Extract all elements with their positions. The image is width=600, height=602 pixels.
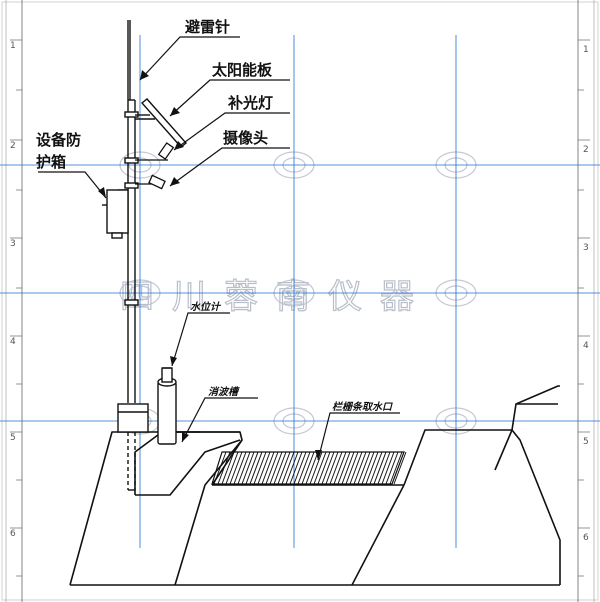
- arrow-icon: [170, 177, 180, 186]
- grille-bar: [377, 451, 391, 485]
- grille-bar: [281, 451, 295, 485]
- label-stilling-well: 消波槽: [208, 386, 240, 398]
- right-ruler-num-2: 2: [583, 145, 589, 155]
- grille-bar: [381, 451, 395, 485]
- left-ruler: 1 2 3 4 5 6: [5, 0, 23, 602]
- left-ruler-num-5: 5: [10, 433, 16, 443]
- grille-bar: [317, 451, 331, 485]
- left-ruler-num-3: 3: [10, 239, 16, 249]
- left-ruler-num-2: 2: [10, 141, 16, 151]
- grille-bar: [357, 451, 371, 485]
- well-base: [117, 403, 149, 433]
- leader-arrows: [98, 70, 322, 460]
- arrow-icon: [170, 356, 177, 366]
- water-gauge: [157, 367, 177, 445]
- grille-bar: [389, 451, 403, 485]
- grille-bar: [285, 451, 299, 485]
- grille-bar: [245, 451, 259, 485]
- right-ruler-num-5: 5: [583, 437, 589, 447]
- grille-bar: [221, 451, 235, 485]
- grille-bar: [325, 451, 339, 485]
- grille-bar: [273, 451, 287, 485]
- grille-bar: [261, 451, 275, 485]
- grille-bar: [305, 451, 319, 485]
- grille-bar: [265, 451, 279, 485]
- grille-bar: [365, 451, 379, 485]
- right-ruler-num-1: 1: [583, 45, 589, 55]
- grille-bar: [341, 451, 355, 485]
- grille-bar: [373, 451, 387, 485]
- grille-bar: [229, 451, 243, 485]
- grille-bar: [321, 451, 335, 485]
- arrow-icon: [174, 141, 184, 150]
- right-ruler-num-6: 6: [583, 533, 589, 543]
- guide-lines: [0, 35, 600, 548]
- label-fill-light: 补光灯: [227, 94, 273, 112]
- arrow-icon: [170, 107, 180, 116]
- grille-bar: [257, 451, 271, 485]
- grille-bar: [361, 451, 375, 485]
- grille-bar: [313, 451, 327, 485]
- solar-panel: [135, 98, 188, 148]
- grille-bar: [233, 451, 247, 485]
- grille-bar: [225, 451, 239, 485]
- grille-bar: [277, 451, 291, 485]
- label-protection-box-line1: 设备防: [36, 131, 81, 149]
- grille-rack: [211, 451, 407, 485]
- label-protection-box-line2: 护箱: [36, 153, 66, 171]
- right-ruler-num-3: 3: [583, 243, 589, 253]
- fill-light: [135, 142, 175, 161]
- right-ruler: 1 2 3 4 5 6: [577, 0, 595, 602]
- grille-bar: [297, 451, 311, 485]
- left-ruler-num-6: 6: [10, 529, 16, 539]
- grille-bar: [353, 451, 367, 485]
- grille-bar: [337, 451, 351, 485]
- label-lightning-rod: 避雷针: [185, 18, 230, 36]
- label-grille-intake: 栏栅条取水口: [332, 401, 393, 413]
- right-ruler-num-4: 4: [583, 341, 589, 351]
- grille-bar: [349, 451, 363, 485]
- grille-bar: [269, 451, 283, 485]
- label-camera: 摄像头: [223, 129, 268, 147]
- left-ruler-num-4: 4: [10, 337, 16, 347]
- leader-lines: [38, 36, 400, 461]
- grille-bar: [369, 451, 383, 485]
- grille-bar: [217, 451, 231, 485]
- grille-bar: [329, 451, 343, 485]
- grille-bar: [301, 451, 315, 485]
- grille-bar: [309, 451, 323, 485]
- grille-bar: [213, 451, 227, 485]
- grille-bar: [289, 451, 303, 485]
- grille-bar: [333, 451, 347, 485]
- left-ruler-num-1: 1: [10, 41, 16, 51]
- watermark-company-text: 四川蓉南仪器: [120, 277, 432, 317]
- grille-bar: [385, 451, 399, 485]
- arrow-icon: [98, 187, 106, 198]
- camera: [135, 174, 166, 190]
- protection-box: [102, 189, 129, 239]
- grille-bar: [393, 451, 407, 485]
- grille-bar: [237, 451, 251, 485]
- arrow-icon: [315, 450, 322, 460]
- grille-bar: [293, 451, 307, 485]
- arrow-icon: [182, 432, 189, 442]
- grille-bar: [241, 451, 255, 485]
- grille-bar: [249, 451, 263, 485]
- grille-bar: [345, 451, 359, 485]
- arrow-icon: [140, 70, 149, 80]
- label-water-gauge: 水位计: [190, 301, 222, 313]
- grille-bar: [253, 451, 267, 485]
- label-solar-panel: 太阳能板: [212, 61, 273, 79]
